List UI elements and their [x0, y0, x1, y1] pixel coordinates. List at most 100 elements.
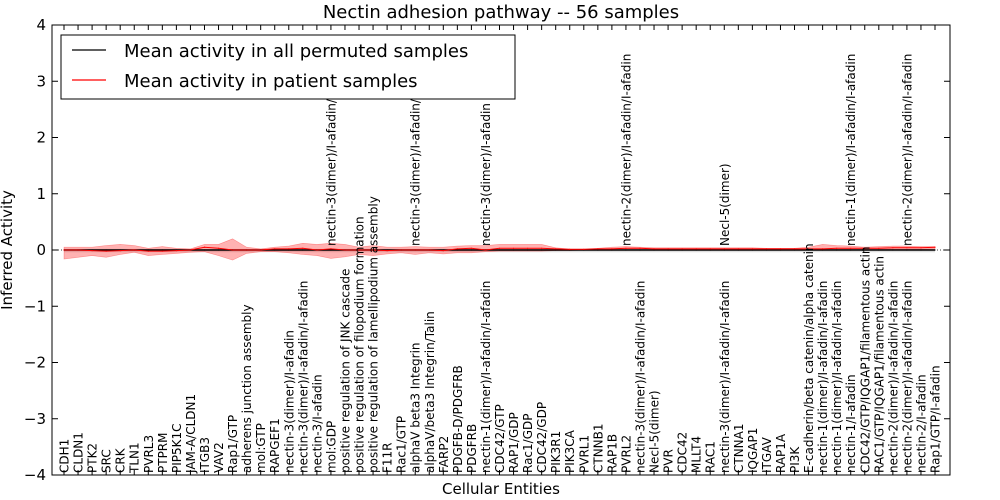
x-tick-label: nectin-3(dimer)/I-afadin: [282, 330, 296, 473]
data-point-series-1: [105, 250, 107, 252]
data-point-series-0: [597, 249, 599, 251]
y-tick-label: −2: [24, 354, 46, 372]
data-point-series-1: [667, 248, 669, 250]
x-tick-label: nectin-2(dimer)/I-afadin/I-afadin: [886, 281, 900, 473]
x-tick-label: IQGAP1: [746, 428, 760, 473]
x-tick-label: VAV2: [212, 442, 226, 473]
data-point-series-0: [934, 249, 936, 251]
data-point-series-1: [246, 249, 248, 251]
x-tick-label: ITGAV: [760, 436, 774, 473]
x-tick-label: E-cadherin/beta catenin/alpha catenin: [802, 243, 816, 473]
data-point-series-1: [189, 249, 191, 251]
x-tick-label: Rac1/GDP: [521, 414, 535, 473]
x-tick-label: mol:GDP: [324, 421, 338, 473]
x-tick-label: CTNNA1: [732, 423, 746, 473]
data-point-series-0: [541, 249, 543, 251]
data-point-series-0: [653, 249, 655, 251]
x-tick-label: PVRL3: [142, 435, 156, 473]
data-point-series-1: [878, 247, 880, 249]
x-tick-label: CDC42: [676, 432, 690, 473]
data-point-series-0: [555, 249, 557, 251]
data-point-series-0: [681, 249, 683, 251]
data-point-series-1: [400, 249, 402, 251]
x-tick-label: FARP2: [437, 436, 451, 473]
x-tick-label: CDC42/GTP/IQGAP1/filamentous actin: [858, 247, 872, 473]
x-tick-label: Rap1/GTP: [226, 415, 240, 473]
data-point-series-0: [470, 249, 472, 251]
data-point-series-1: [119, 250, 121, 252]
data-point-series-0: [611, 249, 613, 251]
data-point-series-0: [667, 249, 669, 251]
x-tick-label: nectin-3/I-afadin: [310, 374, 324, 473]
data-point-series-1: [681, 248, 683, 250]
x-tick-label: nectin-3(dimer)/I-afadin/I-afadin: [296, 281, 310, 473]
data-point-series-1: [541, 247, 543, 249]
x-tick-label: PTPRM: [156, 433, 170, 474]
x-tick-label: nectin-2/I-afadin: [915, 374, 929, 473]
data-point-series-1: [793, 248, 796, 250]
data-point-series-0: [779, 249, 782, 251]
x-tick-label: nectin-2(dimer)/I-afadin/I-afadin: [900, 281, 914, 473]
data-point-series-1: [232, 249, 234, 251]
x-tick-label: CDC42/GDP: [535, 402, 549, 473]
x-tick-label: PVRL2: [619, 435, 633, 473]
data-point-series-1: [456, 248, 458, 250]
x-tick-label: Rac1/GTP: [395, 416, 409, 473]
y-tick-label: 2: [36, 129, 46, 147]
legend-label-patient: Mean activity in patient samples: [124, 71, 418, 92]
data-point-series-0: [765, 249, 768, 251]
data-point-series-1: [864, 247, 866, 249]
x-tick-label: JAM-A/CLDN1: [184, 394, 198, 474]
x-tick-label: PIK3R1: [549, 431, 563, 473]
data-point-series-0: [709, 249, 711, 251]
data-point-series-1: [372, 249, 374, 251]
data-point-series-0: [723, 249, 725, 251]
x-tick-label: CLDN1: [72, 432, 86, 473]
data-point-series-0: [920, 249, 922, 251]
data-point-series-1: [555, 248, 557, 250]
x-tick-label: positive regulation of filopodium format…: [353, 216, 367, 473]
x-tick-label: CTNNB1: [591, 423, 605, 473]
x-tick-label: RAP1/GDP: [507, 412, 521, 473]
x-tick-label: RAC1/GTP/IQGAP1/filamentous actin: [872, 256, 886, 473]
x-tick-label: nectin-1(dimer)/I-afadin/I-afadin: [830, 281, 844, 473]
plot-area: [52, 238, 950, 261]
x-tick-label: RAP1A: [774, 433, 788, 473]
data-point-series-1: [639, 247, 641, 249]
data-point-series-0: [864, 249, 866, 251]
chart-title: Nectin adhesion pathway -- 56 samples: [323, 2, 679, 23]
data-point-series-1: [147, 250, 149, 252]
x-tick-label: CDC42/GTP: [493, 404, 507, 473]
data-point-series-1: [723, 248, 725, 250]
data-point-series-1: [695, 248, 697, 250]
legend: Mean activity in all permuted samples Me…: [60, 34, 516, 100]
data-point-series-1: [779, 248, 782, 250]
data-point-series-1: [611, 248, 613, 250]
y-tick-label: 4: [36, 16, 46, 34]
data-point-series-1: [133, 249, 135, 251]
y-tick-label: 1: [36, 185, 46, 203]
x-annotation-label: nectin-3(dimer)/I-afadin/I-afadin: [409, 54, 423, 246]
data-point-series-1: [386, 250, 388, 252]
data-point-series-1: [203, 246, 206, 248]
data-point-series-0: [892, 249, 894, 251]
data-point-series-0: [161, 249, 163, 251]
y-axis-label: Inferred Activity: [0, 190, 16, 310]
data-point-series-1: [288, 248, 290, 250]
data-point-series-1: [822, 248, 824, 250]
data-point-series-1: [274, 248, 276, 250]
x-tick-label: positive regulation of lamellipodium ass…: [367, 196, 381, 473]
data-point-series-0: [302, 249, 304, 251]
data-point-series-1: [161, 250, 163, 252]
x-tick-label: PDGFRB: [465, 424, 479, 473]
x-tick-label: PI3K: [788, 446, 802, 473]
x-tick-label: F11R: [381, 442, 395, 473]
data-point-series-1: [260, 249, 262, 251]
x-annotation-label: nectin-1(dimer)/I-afadin/I-afadin: [844, 54, 858, 246]
data-point-series-1: [808, 248, 810, 250]
y-tick-label: −4: [24, 466, 46, 484]
x-tick-label: ITGB3: [198, 437, 212, 473]
data-point-series-0: [793, 249, 796, 251]
data-point-series-1: [63, 249, 65, 251]
